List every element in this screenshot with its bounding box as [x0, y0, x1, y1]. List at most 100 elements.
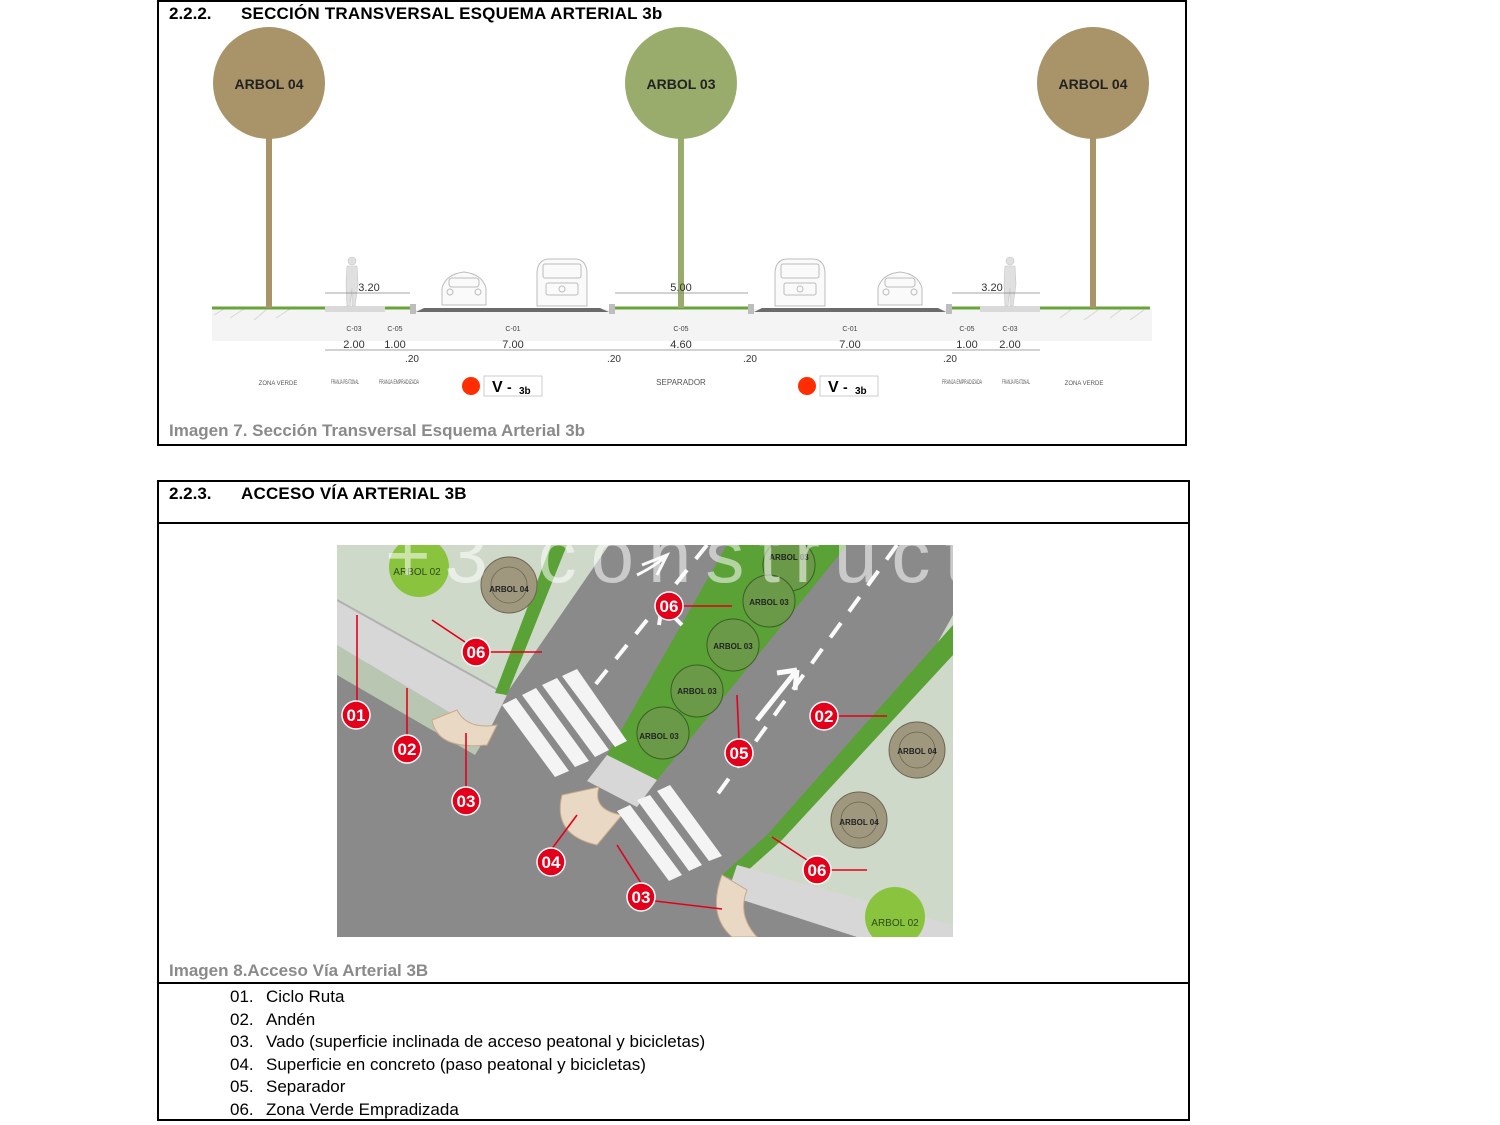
legend-item: 03.Vado (superficie inclinada de acceso …	[230, 1032, 706, 1052]
section-title: ACCESO VÍA ARTERIAL 3B	[241, 484, 467, 503]
svg-text:01: 01	[347, 706, 366, 725]
lawn-right	[737, 615, 953, 937]
road-tag-left: V - 3b	[462, 375, 543, 397]
legend-item: 01.Ciclo Ruta	[230, 987, 345, 1006]
svg-text:ARBOL 04: ARBOL 04	[897, 747, 937, 756]
zone-label: ZONA VERDE	[1065, 381, 1104, 387]
road-tag-sub: 3b	[519, 386, 531, 397]
svg-text:06: 06	[808, 861, 827, 880]
tree-arbol-04-top: ARBOL 04	[480, 556, 538, 614]
marker-06-c: 06	[802, 855, 832, 885]
section-number: 2.2.3.	[169, 484, 212, 503]
material-code: C-03	[346, 326, 361, 333]
legend-list: 01.Ciclo Ruta 02.Andén 03.Vado (superfic…	[230, 986, 705, 1122]
car-left-icon	[441, 271, 487, 306]
marker-04: 04	[536, 847, 566, 877]
dimension-label: .20	[405, 354, 419, 365]
tree-arbol-04-right: ARBOL 04 ARBOL 04	[830, 721, 946, 849]
tree-left: ARBOL 04	[213, 27, 325, 308]
material-code: C-01	[505, 326, 520, 333]
pedestrian-left-icon	[345, 256, 359, 307]
figure-caption: Imagen 8.Acceso Vía Arterial 3B	[169, 961, 429, 980]
svg-text:-: -	[843, 379, 848, 395]
tree-arbol-02-top: ARBOL 02	[389, 545, 449, 597]
truck-left-icon	[536, 258, 588, 307]
svg-text:ARBOL 02: ARBOL 02	[393, 567, 441, 578]
road-right	[754, 308, 946, 312]
pedestrian-right-icon	[1003, 256, 1017, 307]
dimension-label: 2.00	[343, 339, 364, 351]
section-header-divider	[157, 522, 1190, 524]
zone-label: SEPARADOR	[656, 378, 706, 387]
zone-label: FRANJA EMPRADIZADA	[379, 380, 419, 386]
marker-05: 05	[724, 738, 754, 768]
svg-text:03: 03	[632, 888, 651, 907]
zone-label: FRANJA PEATONAL	[1002, 380, 1030, 386]
section-title: SECCIÓN TRANSVERSAL ESQUEMA ARTERIAL 3b	[241, 4, 663, 23]
svg-text:05: 05	[730, 744, 749, 763]
svg-text:ARBOL 03: ARBOL 03	[713, 642, 753, 651]
legend-divider	[157, 982, 1190, 984]
access-plan-diagram: ARBOL 02 ARBOL 04 ARBOL 03 ARBOL 03 ARBO…	[337, 545, 953, 937]
road-tag-label: V	[492, 379, 503, 396]
svg-text:ARBOL 03: ARBOL 03	[749, 598, 789, 607]
road-left	[416, 308, 609, 312]
tree-arbol-02-bottom: ARBOL 02	[865, 887, 925, 937]
zone-label: FRANJA EMPRADIZADA	[942, 380, 982, 386]
dimension-label: 1.00	[384, 339, 405, 351]
sidewalk-left	[325, 306, 385, 312]
dimension-label: 2.00	[999, 339, 1020, 351]
marker-03-b: 03	[626, 882, 656, 912]
road-tag-sub: 3b	[855, 386, 867, 397]
svg-text:ARBOL 03: ARBOL 03	[769, 553, 809, 562]
dimension-label: 7.00	[839, 339, 860, 351]
tree-median: ARBOL 03 ARBOL 03 ARBOL 03 ARBOL 03 ARBO…	[636, 545, 816, 760]
legend-item: 04.Superficie en concreto (paso peatonal…	[230, 1054, 646, 1074]
zone-label: ZONA VERDE	[259, 381, 298, 387]
material-code: C-05	[959, 326, 974, 333]
cross-section-diagram: ARBOL 04 ARBOL 03 ARBOL 04	[212, 27, 1152, 397]
dimension-label: 3.20	[358, 282, 379, 294]
truck-right-icon	[774, 258, 826, 307]
tree-label: ARBOL 04	[1059, 76, 1128, 92]
material-code: C-05	[387, 326, 402, 333]
zone-label: FRANJA PEATONAL	[331, 380, 359, 386]
marker-02-b: 02	[809, 701, 839, 731]
svg-text:04: 04	[542, 853, 561, 872]
tree-label: ARBOL 04	[235, 76, 304, 92]
svg-text:06: 06	[660, 597, 679, 616]
ground-soil	[212, 309, 1152, 341]
sidewalk-top-left	[337, 600, 507, 735]
svg-text:ARBOL 04: ARBOL 04	[839, 818, 879, 827]
dimension-label: .20	[607, 354, 621, 365]
legend-item: 05.Separador	[230, 1077, 346, 1097]
svg-text:ARBOL 02: ARBOL 02	[871, 918, 919, 929]
legend-item: 06.Zona Verde Empradizada	[230, 1099, 459, 1119]
marker-06-b: 06	[461, 637, 491, 667]
road-tag-label: V	[828, 379, 839, 396]
material-code: C-05	[673, 326, 688, 333]
svg-text:02: 02	[815, 707, 834, 726]
section-number: 2.2.2.	[169, 4, 212, 23]
tree-label: ARBOL 03	[647, 76, 716, 92]
svg-text:06: 06	[467, 643, 486, 662]
dimension-label: 1.00	[956, 339, 977, 351]
figure-caption: Imagen 7. Sección Transversal Esquema Ar…	[169, 421, 586, 440]
svg-text:ARBOL 03: ARBOL 03	[639, 732, 679, 741]
sidewalk-right	[980, 306, 1040, 312]
svg-text:03: 03	[457, 792, 476, 811]
material-code: C-03	[1002, 326, 1017, 333]
material-code: C-01	[842, 326, 857, 333]
marker-01: 01	[341, 700, 371, 730]
legend-item: 02.Andén	[230, 1009, 316, 1029]
svg-text:ARBOL 03: ARBOL 03	[677, 687, 717, 696]
dimension-label: 7.00	[502, 339, 523, 351]
dimension-label: .20	[743, 354, 757, 365]
svg-text:-: -	[507, 379, 512, 395]
road-tag-right: V - 3b	[798, 375, 879, 397]
tree-right: ARBOL 04	[1037, 27, 1149, 308]
marker-06-a: 06	[654, 591, 684, 621]
svg-text:ARBOL 04: ARBOL 04	[489, 585, 529, 594]
car-right-icon	[877, 271, 923, 306]
dimension-label: 5.00	[670, 282, 691, 294]
